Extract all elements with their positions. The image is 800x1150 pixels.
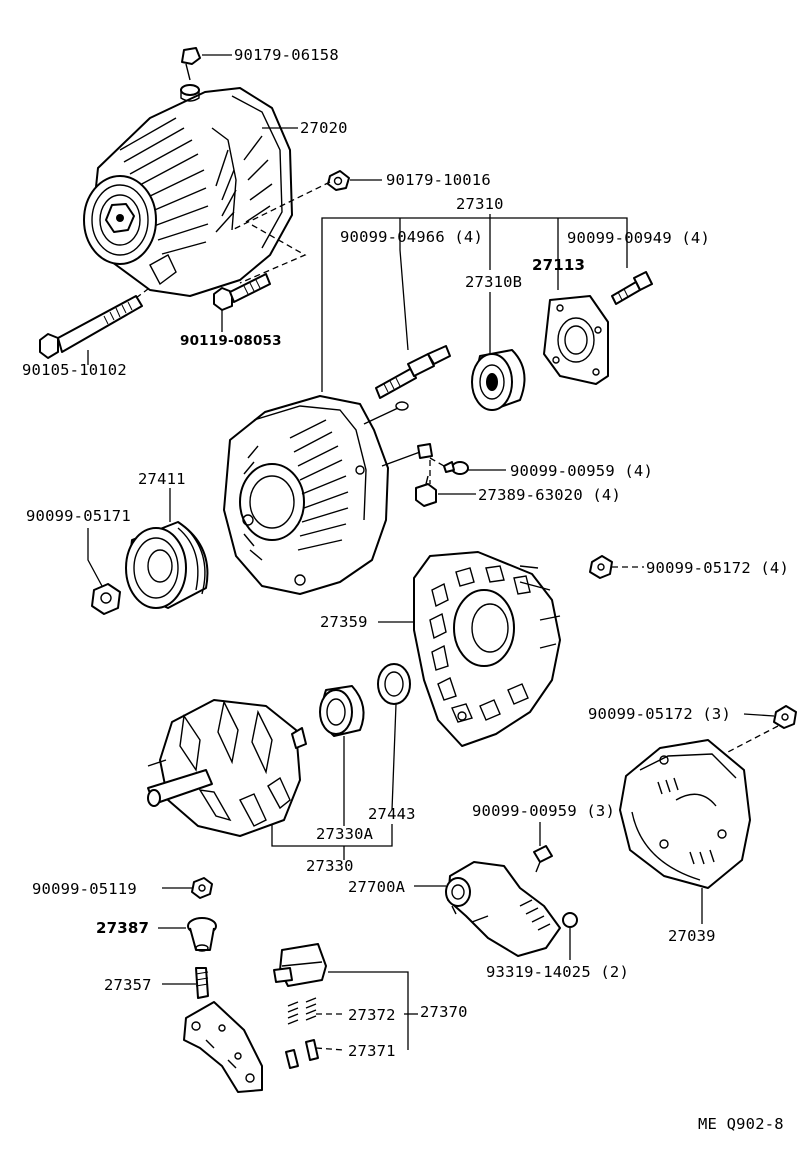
brush-holder-drawing: [273, 943, 327, 1069]
drive-end-frame-drawing: [413, 551, 561, 747]
label-nut-10016: 90179-10016: [386, 171, 491, 189]
nut-05172-3-drawing: [773, 705, 797, 729]
label-spring: 27372: [348, 1006, 396, 1024]
label-insulator-27387: 27387: [96, 919, 150, 937]
label-retainer-27443: 27443: [368, 805, 416, 823]
label-rear-cover: 27039: [668, 927, 716, 945]
bolt-08053-drawing: [213, 273, 271, 311]
screw-14025-drawing: [562, 912, 578, 928]
insulator-27113-drawing: [543, 295, 609, 385]
rotor-drawing: [147, 699, 307, 837]
label-screw-00959-4: 90099-00959 (4): [510, 462, 653, 480]
bearing-27310b-drawing: [471, 349, 526, 411]
bearing-27330a-drawing: [319, 685, 365, 737]
label-alternator-assy: 27020: [300, 119, 348, 137]
label-bearing-27310b: 27310B: [465, 273, 523, 291]
label-rotor-assy: 27330: [306, 857, 354, 875]
label-rectifier-holder: 27357: [104, 976, 152, 994]
label-bolt-08053: 90119-08053: [180, 333, 282, 349]
label-nut-05172-3: 90099-05172 (3): [588, 705, 731, 723]
label-screw-00959-3: 90099-00959 (3): [472, 802, 615, 820]
label-pulley: 27411: [138, 470, 186, 488]
alternator-assembly-drawing: [83, 47, 293, 297]
screw-00949-drawing: [611, 271, 653, 305]
nut-05172-4-drawing: [589, 555, 613, 579]
label-stud-04966: 90099-04966 (4): [340, 228, 483, 246]
screw-00959-3-drawing: [533, 845, 553, 873]
nut-05171-drawing: [91, 583, 121, 615]
retainer-27443-drawing: [377, 663, 411, 705]
label-brush: 27371: [348, 1042, 396, 1060]
rear-cover-drawing: [619, 739, 751, 889]
label-terminal-63020: 27389-63020 (4): [478, 486, 621, 504]
label-bolt-10102: 90105-10102: [22, 361, 127, 379]
label-screw-00949: 90099-00949 (4): [567, 229, 710, 247]
bolt-10102-drawing: [39, 295, 143, 359]
stud-04966-drawing: [375, 345, 451, 399]
terminal-63020-drawing: [415, 475, 437, 507]
pulley-27411-drawing: [125, 521, 209, 609]
label-nut-05119: 90099-05119: [32, 880, 137, 898]
label-drive-end-frame: 27359: [320, 613, 368, 631]
rectifier-end-frame-drawing: [223, 395, 433, 595]
label-nut-05172-4: 90099-05172 (4): [646, 559, 789, 577]
label-insulator-27113: 27113: [532, 256, 586, 274]
nut-05119-drawing: [191, 877, 213, 899]
label-screw-14025: 93319-14025 (2): [486, 963, 629, 981]
label-rotor-27330a: 27330A: [316, 825, 374, 843]
label-nut-top: 90179-06158: [234, 46, 339, 64]
regulator-drawing: [445, 861, 561, 957]
insulator-27387-drawing: [187, 917, 217, 952]
label-nut-05171: 90099-05171: [26, 507, 131, 525]
rectifier-holder-drawing: [183, 967, 263, 1093]
screw-00959-4-drawing: [443, 461, 469, 475]
label-drawing-code: ME Q902-8: [698, 1115, 784, 1133]
label-regulator: 27700A: [348, 878, 406, 896]
label-brush-holder-assy: 27370: [420, 1003, 468, 1021]
label-rectifier-end-frame-assy: 27310: [456, 195, 504, 213]
nut-10016-drawing: [327, 170, 350, 191]
